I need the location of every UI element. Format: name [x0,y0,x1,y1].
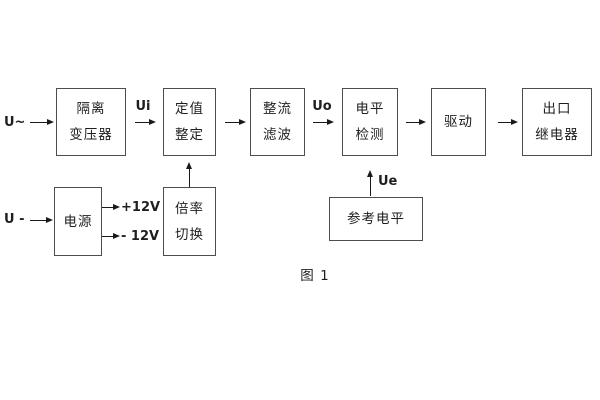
block-label-line: 电源 [63,213,93,230]
arrow-level-detect-to-driver [406,118,426,125]
block-isolation-transformer: 隔离 变压器 [56,88,126,156]
signal-uo-label: Uo [312,99,332,114]
block-output-relay: 出口 继电器 [522,88,592,156]
block-power-supply: 电源 [54,187,102,256]
arrow-power-to-plus-12v [102,203,120,210]
block-label-line: 检测 [355,127,385,143]
block-setting-adjustment: 定值 整定 [163,88,216,156]
dc-input-label: U - [4,212,25,227]
arrow-ratio-switch-to-setting [185,162,192,187]
block-label-line: 滤波 [263,127,292,143]
arrow-ac-input-to-transformer [30,118,54,125]
block-label-line: 出口 [542,101,572,117]
block-level-detection: 电平 检测 [342,88,398,156]
block-rectifier-filter: 整流 滤波 [250,88,305,156]
block-ratio-switching: 倍率 切换 [163,187,216,256]
arrow-dc-input-to-power [30,216,53,223]
block-label-line: 倍率 [175,200,204,217]
arrow-rectifier-to-level-detect [313,118,334,125]
block-label-line: 隔离 [76,101,106,117]
signal-ue-label: Ue [378,174,398,189]
ac-input-label: U~ [4,115,26,130]
block-label-line: 参考电平 [347,211,405,227]
figure-caption: 图 1 [300,268,330,284]
block-label-line: 继电器 [535,127,579,143]
block-label-line: 变压器 [69,127,113,143]
rail-minus-12v-label: - 12V [121,229,160,244]
arrow-transformer-to-setting [135,118,156,125]
block-label-line: 整流 [263,101,292,117]
block-label-line: 定值 [175,101,204,117]
block-reference-level: 参考电平 [329,197,423,241]
block-driver: 驱动 [431,88,486,156]
block-label-line: 整定 [175,127,204,143]
block-label-line: 电平 [355,101,385,117]
rail-plus-12v-label: +12V [121,200,161,215]
block-label-line: 驱动 [444,114,473,130]
block-label-line: 切换 [175,226,204,243]
arrow-setting-to-rectifier [225,118,246,125]
signal-ui-label: Ui [135,99,151,114]
arrow-driver-to-relay [498,118,518,125]
arrow-reference-to-level-detect [366,170,373,196]
arrow-power-to-minus-12v [102,232,120,239]
